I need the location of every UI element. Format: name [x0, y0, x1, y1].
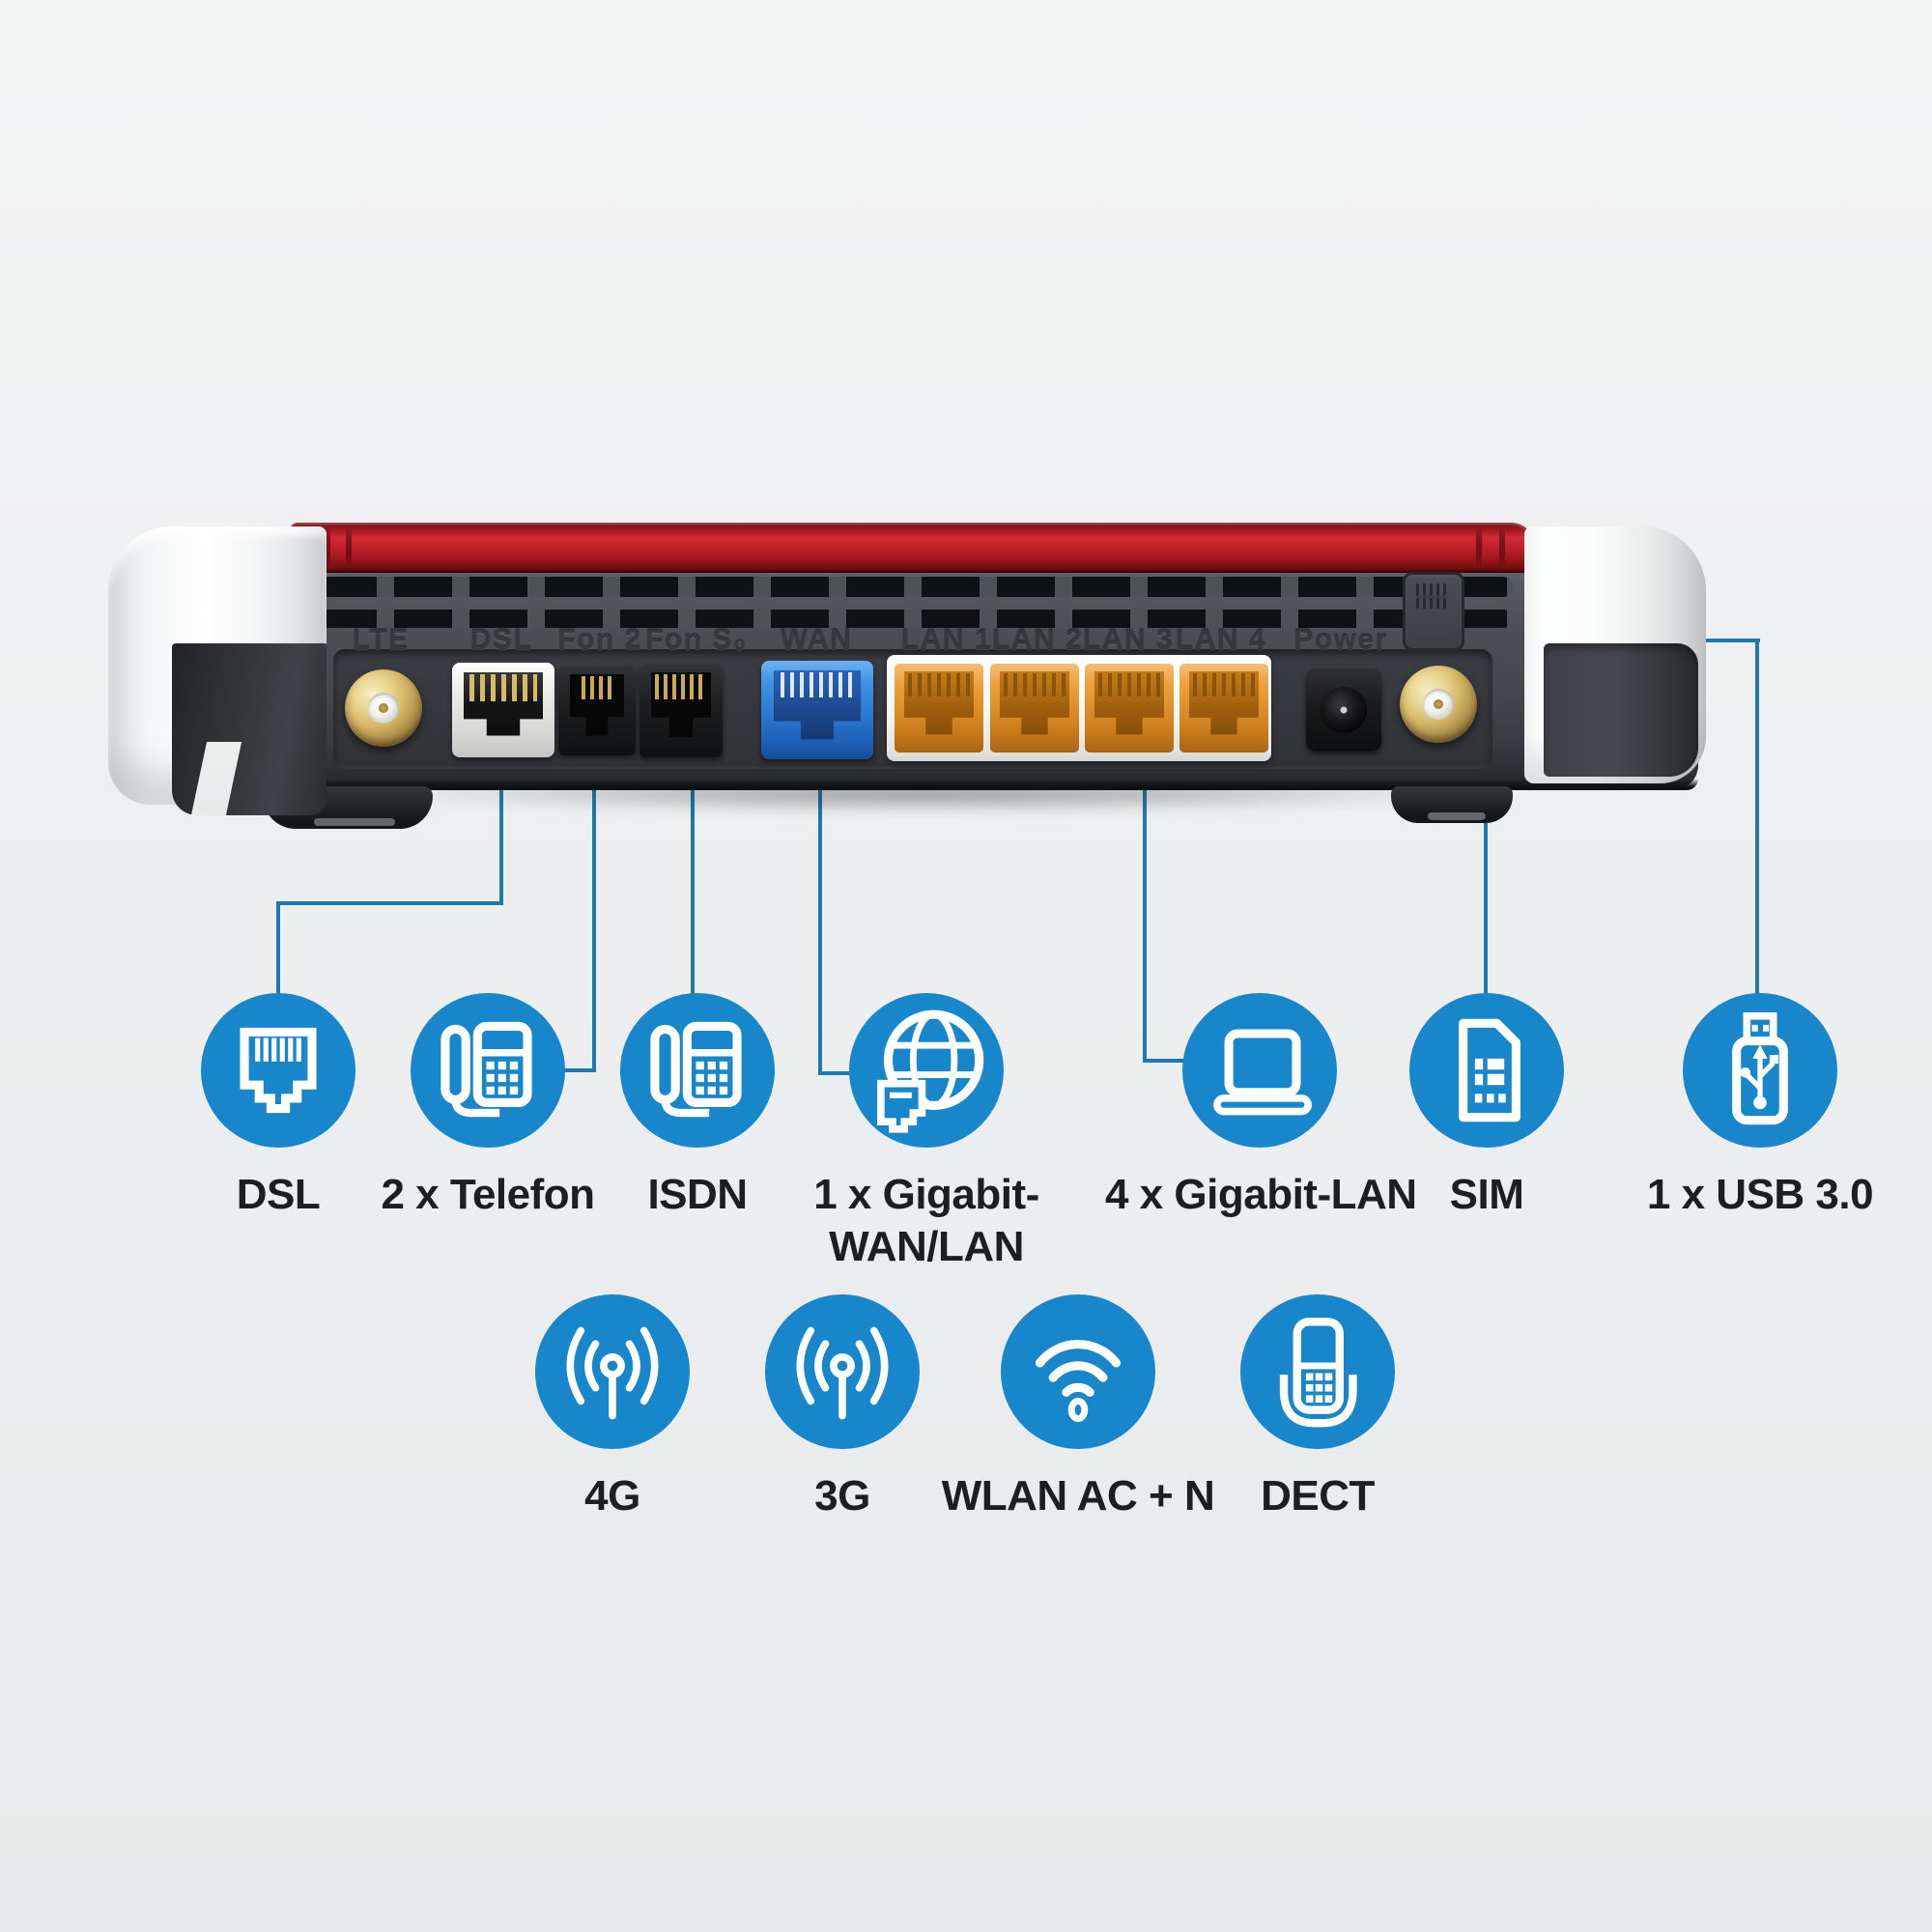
fon-s0-port-pins [655, 674, 707, 699]
router-foot-right [1391, 786, 1513, 823]
red-band-groove [1499, 526, 1505, 568]
port-label-lan4: LAN 4 [1175, 624, 1267, 656]
feature-gigabit-wan-lan: 1 x Gigabit- WAN/LAN [772, 993, 1081, 1273]
feature-telefon: 2 x Telefon [333, 993, 642, 1221]
lan3-port [1085, 664, 1174, 753]
feature-label: SIM [1449, 1171, 1524, 1218]
red-band-groove [1476, 526, 1482, 568]
lan4-port [1179, 664, 1268, 753]
callout-line-lan-h [1143, 1059, 1184, 1063]
globe-ethernet-icon [849, 993, 1004, 1148]
feature-dect: DECT [1163, 1294, 1472, 1522]
feature-label: WLAN AC + N [941, 1472, 1215, 1520]
feature-label: 4 x Gigabit-LAN [1105, 1171, 1417, 1218]
lan4-port-pins [1193, 673, 1255, 696]
callout-line-sim [1484, 773, 1488, 995]
wan-port [761, 661, 873, 759]
lan3-port-pins [1098, 673, 1160, 696]
feature-3g: 3G [688, 1294, 997, 1522]
port-label-dsl: DSL [469, 624, 533, 656]
lan2-port [990, 664, 1079, 753]
mobile-antenna-icon [765, 1294, 920, 1449]
laptop-icon [1182, 993, 1337, 1148]
callout-line-dsl-v1 [499, 765, 503, 905]
red-band-groove [325, 526, 330, 568]
feature-label: 2 x Telefon [381, 1171, 595, 1218]
desk-phone-icon [411, 993, 565, 1148]
feature-label: 4G [584, 1472, 640, 1520]
feature-wlan: WLAN AC + N [923, 1294, 1233, 1522]
lte-antenna-connector [345, 669, 422, 747]
vent-slots-row-2 [319, 610, 1513, 628]
lan-port-group [887, 655, 1271, 761]
fon2-port [558, 667, 636, 755]
callout-line-isdn [691, 765, 695, 995]
feature-label: DECT [1261, 1472, 1375, 1520]
router-left-front-panel [172, 643, 327, 815]
callout-line-lan-v [1143, 768, 1147, 1063]
fon2-port-pins [582, 676, 612, 699]
feature-isdn: ISDN [543, 993, 852, 1221]
port-label-fons0: Fon S₀ [645, 624, 748, 656]
callout-line-wan-h [818, 1071, 851, 1075]
feature-label: ISDN [647, 1171, 748, 1218]
router-top-red-band [290, 523, 1536, 573]
port-label-power: Power [1293, 624, 1388, 656]
sim-slot [1403, 572, 1464, 651]
lan1-port [895, 664, 983, 753]
lan2-port-pins [1004, 673, 1065, 696]
left-panel-notch [190, 742, 242, 815]
usb-stick-icon [1683, 993, 1837, 1148]
wifi-icon [1001, 1294, 1155, 1449]
wan-port-pins [781, 672, 854, 697]
sim-card-icon [1409, 993, 1564, 1148]
desk-phone-icon [620, 993, 775, 1148]
feature-label: 1 x Gigabit- [813, 1171, 1039, 1218]
port-label-lan2: LAN 2 [991, 624, 1084, 656]
callout-line-usb-h [1685, 639, 1760, 642]
vent-slots-row-1 [319, 577, 1513, 597]
callout-line-usb-v [1755, 639, 1759, 995]
callout-line-wan-v [818, 765, 822, 1075]
feature-4g: 4G [458, 1294, 767, 1522]
router-right-front-panel [1544, 643, 1698, 777]
port-label-lan3: LAN 3 [1082, 624, 1175, 656]
dect-handset-icon [1240, 1294, 1395, 1449]
power-jack-pin [1340, 706, 1348, 714]
dsl-port [452, 663, 554, 757]
port-label-lte: LTE [352, 624, 410, 656]
lan1-port-pins [908, 673, 970, 696]
feature-sim: SIM [1332, 993, 1641, 1221]
port-label-lan1: LAN 1 [900, 624, 993, 656]
feature-label: 3G [814, 1472, 870, 1520]
power-jack [1306, 668, 1381, 752]
red-band-groove [346, 526, 352, 568]
callout-line-telefon-v [592, 765, 596, 1072]
callout-line-dsl-v2 [276, 903, 280, 995]
port-label-fon2: Fon 2 [557, 624, 642, 656]
callout-line-telefon-h [561, 1068, 596, 1072]
right-antenna-connector [1400, 666, 1477, 743]
rj45-port-icon [201, 993, 355, 1148]
feature-label-line2: WAN/LAN [829, 1223, 1024, 1270]
feature-label: DSL [236, 1171, 321, 1218]
mobile-antenna-icon [535, 1294, 690, 1449]
dsl-port-pins [469, 674, 537, 701]
callout-line-dsl-h [276, 901, 503, 905]
fon-s0-port [639, 665, 723, 757]
sim-slot-grid [1416, 583, 1447, 609]
feature-label: 1 x USB 3.0 [1646, 1171, 1874, 1218]
port-label-wan: WAN [780, 624, 853, 656]
feature-gigabit-lan: 4 x Gigabit-LAN [1105, 993, 1417, 1221]
feature-dsl: DSL [124, 993, 433, 1221]
feature-usb: 1 x USB 3.0 [1605, 993, 1915, 1221]
